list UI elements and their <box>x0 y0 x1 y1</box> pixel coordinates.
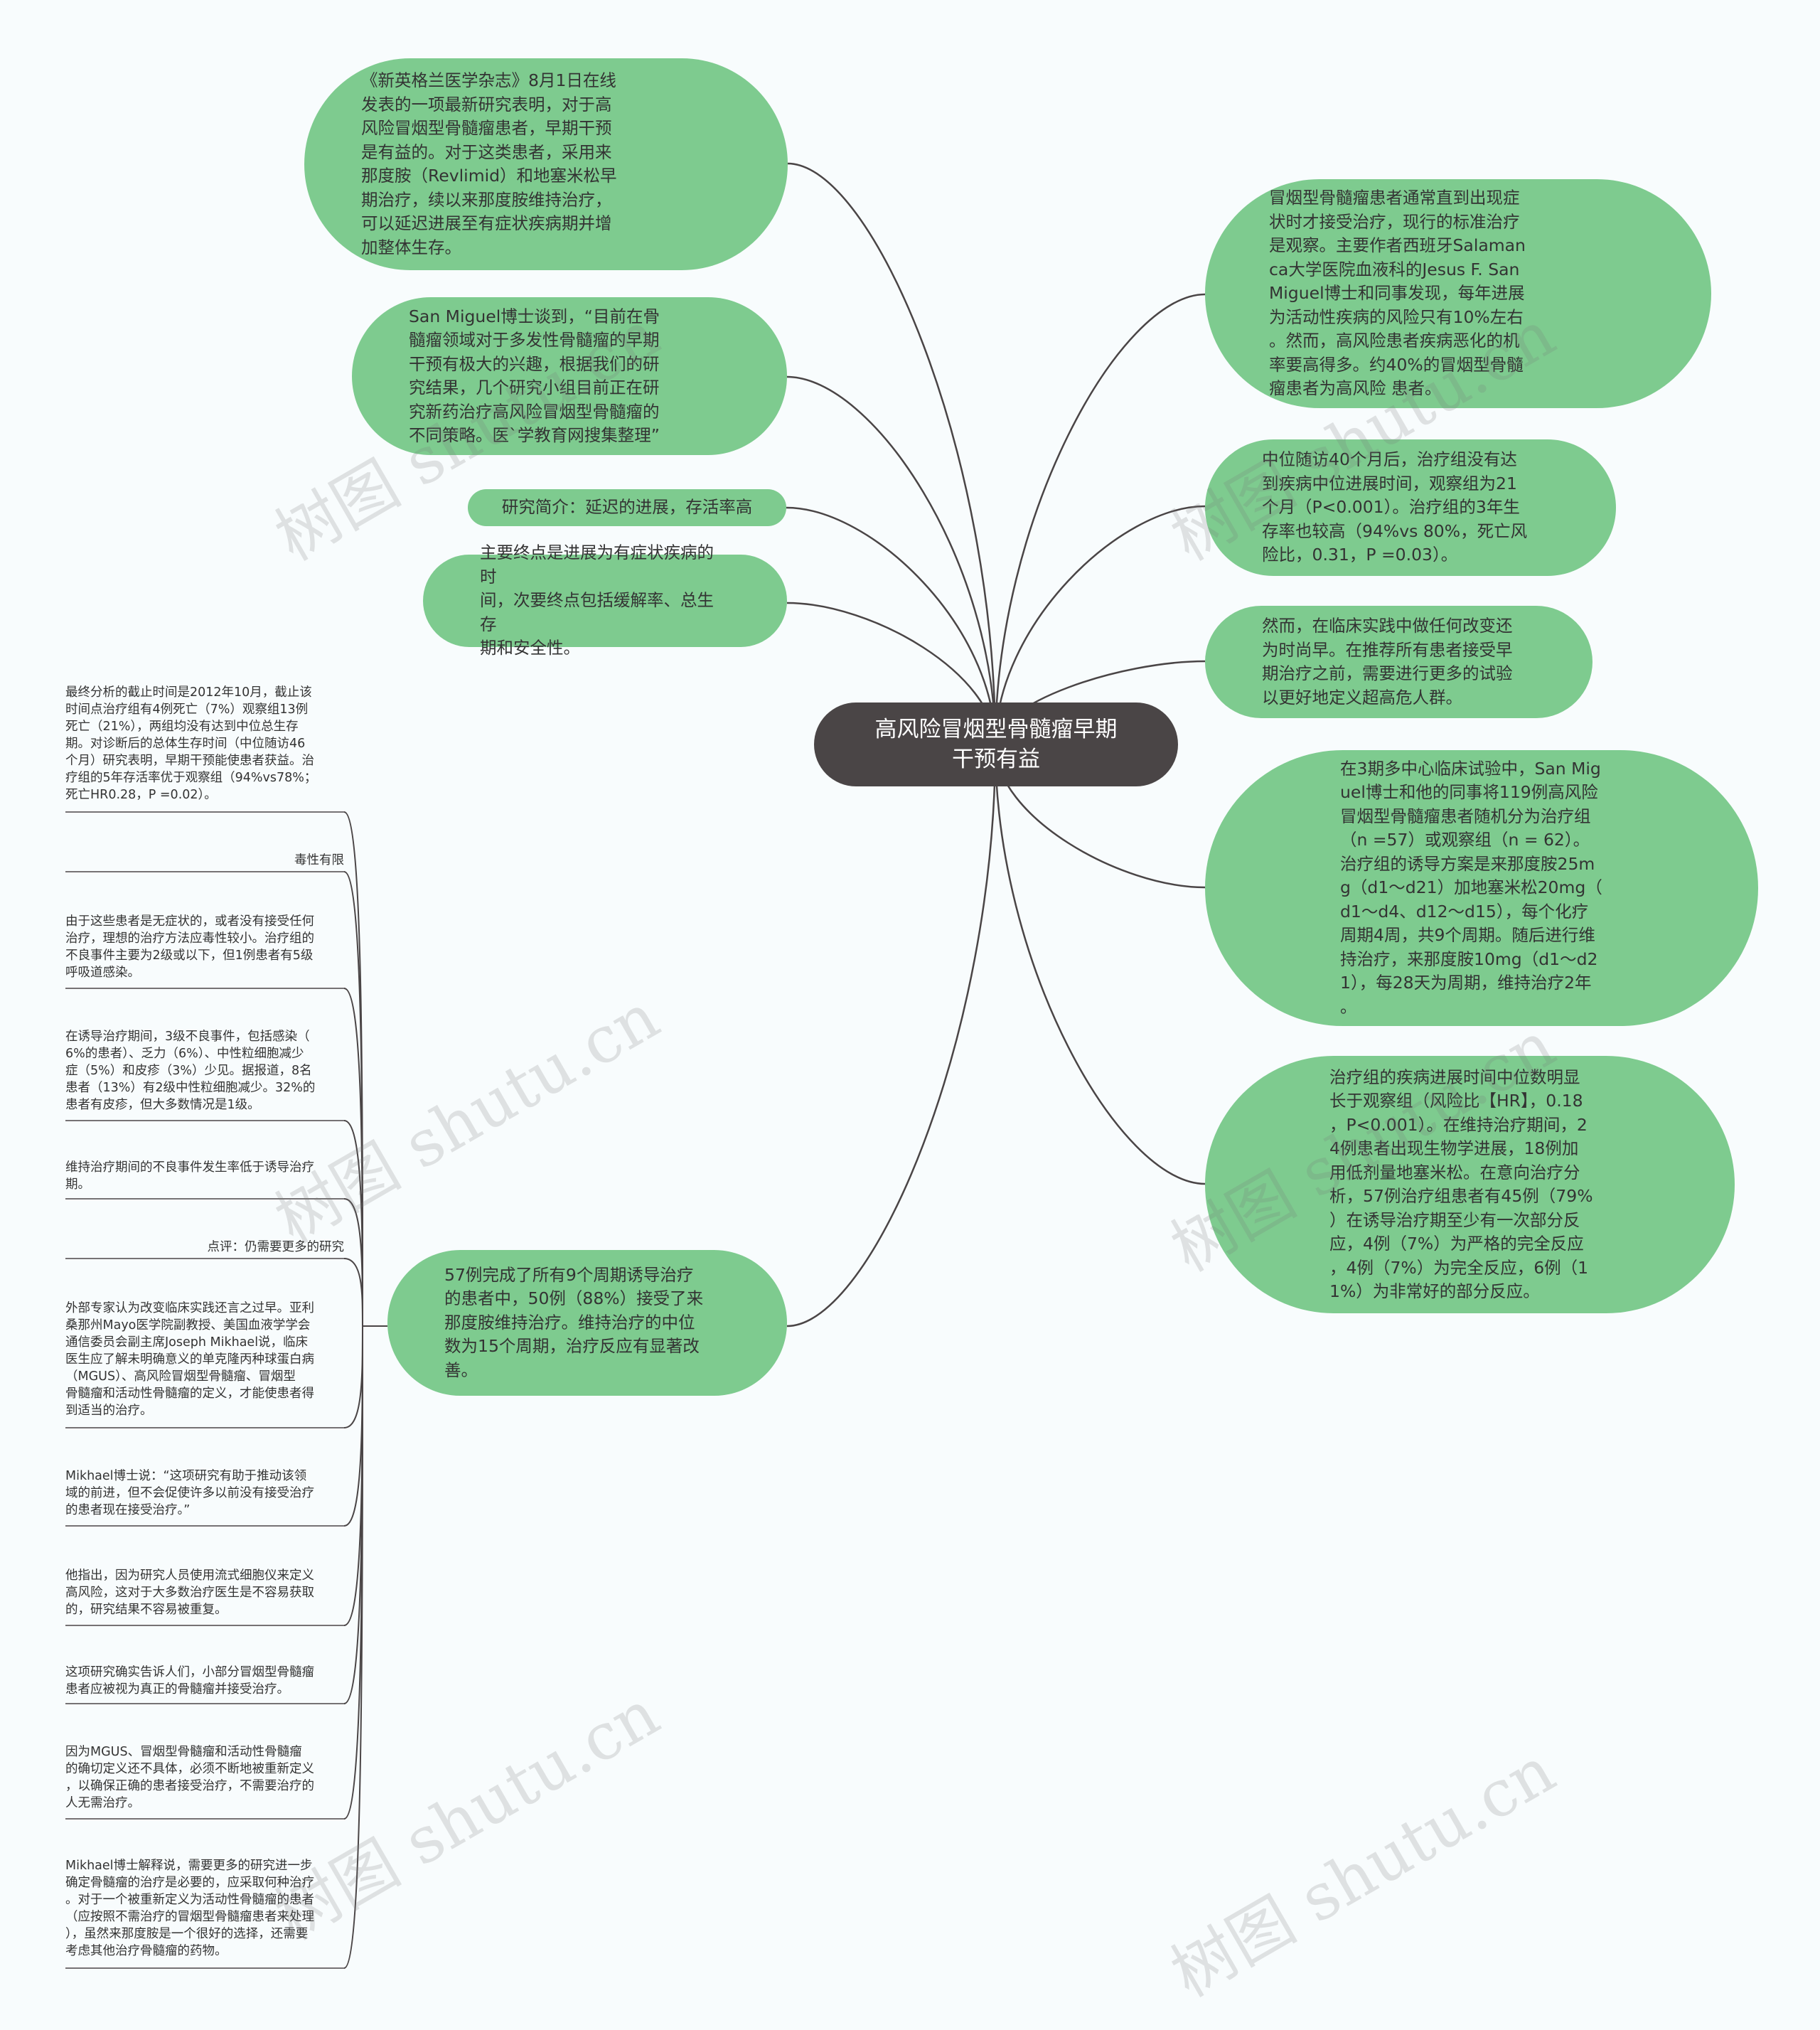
leaf-commentary[interactable]: 点评：仍需要更多的研究 <box>207 1240 345 1254</box>
leaf-flow-cytometry[interactable]: 他指出，因为研究人员使用流式细胞仪来定义 高风险，这对于大多数治疗医生是不容易获… <box>65 1569 314 1617</box>
left-branch-intro[interactable]: 《新英格兰医学杂志》8月1日在线 发表的一项最新研究表明，对于高 风险冒烟型骨髓… <box>304 58 788 270</box>
connector-left-3 <box>786 506 997 746</box>
connector-right-5 <box>994 744 1206 1185</box>
right-branch-progression-results[interactable]: 治疗组的疾病进展时间中位数明显 长于观察组（风险比【HR】，0.18 ，P<0.… <box>1205 1056 1735 1313</box>
leaf-mikhael-quote[interactable]: Mikhael博士说：“这项研究有助于推动该领 域的前进，但不会促使许多以前没有… <box>65 1469 314 1517</box>
connector-left-1 <box>787 162 997 746</box>
leaf-small-subset[interactable]: 这项研究确实告诉人们，小部分冒烟型骨髓瘤 患者应被视为真正的骨髓瘤并接受治疗。 <box>65 1665 314 1697</box>
leaf-induction-events[interactable]: 在诱导治疗期间，3级不良事件，包括感染（ 6%的患者）、乏力（6%）、中性粒细胞… <box>65 1030 316 1112</box>
leaf-adverse-events[interactable]: 由于这些患者是无症状的，或者没有接受任何 治疗，理想的治疗方法应毒性较小。治疗组… <box>65 914 314 980</box>
connector-right-2 <box>994 505 1206 746</box>
left-branch-endpoints[interactable]: 主要终点是进展为有症状疾病的时 间，次要终点包括缓解率、总生存 期和安全性。 <box>423 543 787 658</box>
connector-leaf-7 <box>343 1325 363 1428</box>
connector-left-2 <box>786 375 997 746</box>
right-branch-followup-results[interactable]: 中位随访40个月后，治疗组没有达 到疾病中位进展时间，观察组为21 个月（P<0… <box>1205 439 1616 576</box>
right-branch-caution[interactable]: 然而，在临床实践中做任何改变还 为时尚早。在推荐所有患者接受早 期治疗之前，需要… <box>1205 606 1592 718</box>
leaf-final-analysis[interactable]: 最终分析的截止时间是2012年10月，截止该 时间点治疗组有4例死亡（7%）观察… <box>65 685 317 802</box>
leaf-definitions[interactable]: 因为MGUS、冒烟型骨髓瘤和活动性骨髓瘤 的确切定义还不具体，必须不断地被重新定… <box>65 1745 314 1810</box>
connector-leaf-4 <box>343 1120 363 1327</box>
connector-leaf-6 <box>343 1258 363 1327</box>
central-topic-label: 高风险冒烟型骨髓瘤早期 干预有益 <box>874 717 1118 772</box>
leaf-maintenance-events[interactable]: 维持治疗期间的不良事件发生率低于诱导治疗 期。 <box>65 1160 314 1192</box>
connector-right-1 <box>994 293 1206 746</box>
leaf-limited-toxicity[interactable]: 毒性有限 <box>294 853 344 867</box>
connector-leaf-8 <box>343 1325 363 1527</box>
leaf-external-experts[interactable]: 外部专家认为改变临床实践还言之过早。亚利 桑那州Mayo医学院副教授、美国血液学… <box>65 1301 314 1418</box>
right-branch-background[interactable]: 冒烟型骨髓瘤患者通常直到出现症 状时才接受治疗，现行的标准治疗 是观察。主要作者… <box>1205 179 1711 408</box>
connector-left-5 <box>786 744 997 1327</box>
connector-leaf-12 <box>343 1325 363 1969</box>
leaf-more-research[interactable]: Mikhael博士解释说，需要更多的研究进一步 确定骨髓瘤的治疗是必要的，应采取… <box>65 1859 314 1958</box>
left-branch-study-summary[interactable]: 研究简介：延迟的进展，存活率高 <box>468 489 786 526</box>
left-branch-san-miguel-quote[interactable]: San Miguel博士谈到，“目前在骨 髓瘤领域对于多发性骨髓瘤的早期 干预有… <box>352 297 787 455</box>
central-topic[interactable]: 高风险冒烟型骨髓瘤早期 干预有益 <box>814 703 1178 786</box>
right-branch-trial-design[interactable]: 在3期多中心临床试验中，San Mig uel博士和他的同事将119例高风险 冒… <box>1205 750 1758 1026</box>
left-branch-maintenance[interactable]: 57例完成了所有9个周期诱导治疗 的患者中，50例（88%）接受了来 那度胺维持… <box>387 1250 787 1396</box>
